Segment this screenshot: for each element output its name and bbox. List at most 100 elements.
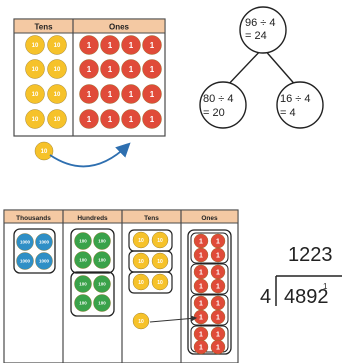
tens-counter: 10 <box>25 35 45 55</box>
ones-counter: 1 <box>100 59 120 79</box>
tens-counter-bottom-label: 10 <box>157 238 163 244</box>
ones-counter-bottom: 1 <box>210 339 226 355</box>
hundreds-counter-label: 100 <box>98 301 106 306</box>
ones-counter: 1 <box>79 109 99 129</box>
ones-counter-bottom-disc <box>210 339 226 355</box>
ones-counter-bottom: 1 <box>193 247 209 263</box>
ones-counter-bottom-disc <box>210 278 226 294</box>
whole-line-1: 96 ÷ 4 <box>245 17 276 29</box>
ones-counter: 1 <box>121 35 141 55</box>
ones-counter-label: 1 <box>87 90 92 99</box>
tens-counter-bottom-label: 10 <box>138 319 144 325</box>
ones-counter-disc <box>121 109 141 129</box>
ones-counter-label: 1 <box>108 115 113 124</box>
thousands-counter-label: 1000 <box>39 259 50 264</box>
ones-counter-disc <box>100 35 120 55</box>
exchange-arrow <box>49 142 131 168</box>
ones-counter-bottom: 1 <box>210 326 226 342</box>
ones-counter: 1 <box>142 35 162 55</box>
ones-counter: 1 <box>79 59 99 79</box>
ones-counter-bottom-disc <box>193 247 209 263</box>
ones-counter: 1 <box>79 84 99 104</box>
tens-counter: 10 <box>47 84 67 104</box>
ones-counter-bottom: 1 <box>193 326 209 342</box>
exchange-arrow-group: 10 <box>34 141 131 168</box>
tens-counter-bottom-label: 10 <box>157 259 163 265</box>
hundreds-counter-disc <box>74 251 92 269</box>
part-left-line-2: = 20 <box>203 107 225 119</box>
ones-counter-bottom: 1 <box>210 295 226 311</box>
tens-counter-bottom-disc <box>151 252 169 270</box>
ones-counter-label: 1 <box>87 41 92 50</box>
ones-counter-bottom-label: 1 <box>216 283 220 290</box>
ones-counter-disc <box>142 109 162 129</box>
ones-group-box-3 <box>190 294 229 326</box>
thousands-counter-disc <box>35 233 53 251</box>
ones-counter-label: 1 <box>87 115 92 124</box>
ones-counter-bottom-label: 1 <box>199 252 203 259</box>
tens-counter-disc <box>47 35 67 55</box>
ones-counter-label: 1 <box>150 65 155 74</box>
tens-counter-bottom-label: 10 <box>157 280 163 286</box>
ones-counter-label: 1 <box>108 90 113 99</box>
ones-counter-bottom: 1 <box>210 247 226 263</box>
dividend: 4892 <box>284 286 329 308</box>
whole-line-2: = 24 <box>245 30 267 42</box>
thousands-counter: 1000 <box>35 233 53 251</box>
ones-counter-label: 1 <box>108 41 113 50</box>
header-hundreds-label: Hundreds <box>77 215 108 222</box>
tens-counter-label: 10 <box>54 92 61 98</box>
ones-counter: 1 <box>79 35 99 55</box>
hundreds-counter-label: 100 <box>98 239 106 244</box>
ones-counter-label: 1 <box>129 115 134 124</box>
thousands-counter-label: 1000 <box>39 240 50 245</box>
branch-left <box>224 47 264 89</box>
ones-group-box-2 <box>190 263 229 295</box>
ones-counter-bottom-label: 1 <box>199 344 203 351</box>
ones-counter-label: 1 <box>129 90 134 99</box>
ones-counter-bottom-disc <box>193 339 209 355</box>
tens-counter-bottom: 10 <box>132 252 150 270</box>
partition-diagram: 96 ÷ 4 = 24 80 ÷ 4 = 20 16 ÷ 4 = 4 <box>199 6 324 129</box>
tens-counter-bottom-label: 10 <box>138 259 144 265</box>
tens-counter-disc <box>47 59 67 79</box>
hundreds-group-box-2 <box>70 271 115 317</box>
hundreds-counter-disc <box>74 232 92 250</box>
ones-counter-disc <box>79 84 99 104</box>
ones-counter-disc <box>79 109 99 129</box>
short-division: 1223 4 4892 1 <box>260 244 342 308</box>
tens-counter-bottom: 10 <box>151 252 169 270</box>
ones-counter-disc <box>121 84 141 104</box>
hundreds-counter: 100 <box>74 294 92 312</box>
header-tens-label: Tens <box>34 23 53 32</box>
ones-counter: 1 <box>121 109 141 129</box>
ones-counter-disc <box>142 84 162 104</box>
tens-counter-bottom: 10 <box>151 231 169 249</box>
ones-counter-disc <box>121 59 141 79</box>
tens-counter-label: 10 <box>54 67 61 73</box>
ones-counter-label: 1 <box>129 41 134 50</box>
ones-counter-bottom: 1 <box>193 295 209 311</box>
tens-counter-bottom: 10 <box>151 273 169 291</box>
tens-counter-bottom: 10 <box>132 231 150 249</box>
carry-digit: 1 <box>323 282 328 291</box>
thousands-counter-disc <box>16 233 34 251</box>
ones-counter-bottom-label: 1 <box>199 331 203 338</box>
hundreds-counter: 100 <box>74 232 92 250</box>
hundreds-counter: 100 <box>74 275 92 293</box>
whole-circle <box>239 6 287 54</box>
tens-counter: 10 <box>47 109 67 129</box>
tens-counter-label: 10 <box>32 67 39 73</box>
hundreds-counter-disc <box>93 275 111 293</box>
ones-counter-label: 1 <box>129 65 134 74</box>
ones-counter-bottom-label: 1 <box>216 331 220 338</box>
hundreds-counter-label: 100 <box>98 258 106 263</box>
hundreds-counter-label: 100 <box>79 282 87 287</box>
tens-counter-bottom: 10 <box>132 312 150 330</box>
ones-counter-bottom-label: 1 <box>199 300 203 307</box>
tens-counter-bottom-disc <box>132 273 150 291</box>
